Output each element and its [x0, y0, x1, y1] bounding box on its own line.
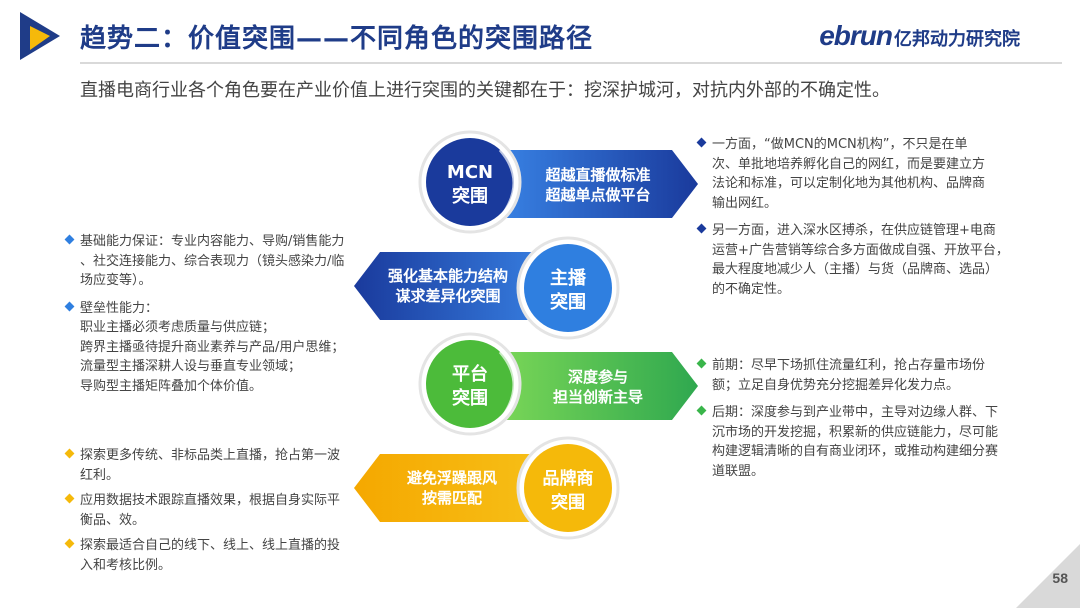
row-mcn-circle [426, 138, 514, 226]
note-line: 沉市场的开发挖掘，积累新的供应链能力，尽可能 [712, 424, 999, 440]
note-line: 法论和标准，可以定制化地为其他机构、品牌商 [712, 176, 986, 191]
brand-logo-icon [20, 12, 60, 60]
note-line: 流量型主播深耕人设与垂直专业领域； [80, 359, 302, 374]
row-brand-arrow [354, 454, 570, 522]
page-number: 58 [1052, 570, 1068, 586]
note-line: 额；立足自身优势充分挖掘差异化发力点。 [712, 377, 960, 393]
note-line: 红利。 [80, 467, 120, 483]
row-platform-chevron [498, 351, 516, 421]
note-item: 探索最适合自己的线下、线上、线上直播的投 入和考核比例。 [64, 536, 366, 575]
row-anchor-arrow [354, 252, 570, 320]
brand-name-en: ebrun [819, 20, 893, 51]
note-line: 输出网红。 [712, 195, 778, 211]
note-line: 的不确定性。 [712, 281, 791, 297]
row-platform-circle-ring [418, 332, 522, 436]
notes-anchor: 基础能力保证：专业内容能力、导购/销售能力 、社交连接能力、综合表现力（镜头感染… [64, 232, 366, 404]
note-line: 探索最适合自己的线下、线上、线上直播的投 [80, 538, 341, 553]
note-item: 探索更多传统、非标品类上直播，抢占第一波 红利。 [64, 446, 366, 485]
row-mcn-circle-ring [418, 130, 522, 234]
row-brand-arrow-line2: 按需匹配 [422, 489, 482, 507]
note-line: 职业主播必须考虑质量与供应链； [80, 320, 276, 335]
row-brand-arrow-line1: 避免浮躁跟风 [407, 469, 497, 487]
row-anchor-circle-line1: 主播 [550, 267, 587, 289]
note-line: 基础能力保证：专业内容能力、导购/销售能力 [80, 234, 345, 249]
note-line: 后期：深度参与到产业带中，主导对边缘人群、下 [712, 405, 999, 420]
notes-platform: 前期：尽早下场抓住流量红利，抢占存量市场份 额；立足自身优势充分挖掘差异化发力点… [696, 356, 1028, 489]
note-line: 导购型主播矩阵叠加个体价值。 [80, 378, 263, 394]
row-mcn-circle-line1: MCN [447, 162, 493, 183]
row-brand-circle-line2: 突围 [551, 492, 585, 513]
row-anchor: 主播 突围 强化基本能力结构 谋求差异化突围 [354, 236, 620, 340]
notes-mcn: 一方面，“做MCN的MCN机构”，不只是在单 次、单批地培养孵化自己的网红，而是… [696, 135, 1028, 307]
note-line: 一方面，“做MCN的MCN机构”，不只是在单 [712, 137, 968, 152]
row-brand-circle-line1: 品牌商 [543, 468, 594, 489]
row-mcn: MCN 突围 超越直播做标准 超越单点做平台 [418, 130, 698, 234]
note-line: 道联盟。 [712, 463, 765, 479]
row-platform-arrow-line1: 深度参与 [568, 368, 628, 386]
diamond-bullet-icon [64, 448, 75, 459]
row-mcn-arrow [488, 150, 698, 218]
brand-name-cn: 亿邦动力研究院 [894, 29, 1020, 50]
row-brand-circle-ring [516, 436, 620, 540]
diamond-bullet-icon [696, 405, 707, 416]
diamond-bullet-icon [64, 538, 75, 549]
row-platform-circle [426, 340, 514, 428]
note-line: 壁垒性能力： [80, 300, 159, 316]
row-platform-circle-line2: 突围 [452, 387, 488, 409]
note-line: 构建逻辑清晰的自有商业闭环，或推动构建细分赛 [712, 444, 999, 459]
page-title: 趋势二：价值突围——不同角色的突围路径 [80, 24, 594, 54]
row-mcn-circle-line2: 突围 [452, 185, 488, 207]
diamond-bullet-icon [696, 358, 707, 369]
note-line: 、社交连接能力、综合表现力（镜头感染力/临 [80, 253, 345, 269]
diamond-bullet-icon [696, 223, 707, 234]
note-item: 基础能力保证：专业内容能力、导购/销售能力 、社交连接能力、综合表现力（镜头感染… [64, 232, 366, 291]
note-line: 另一方面，进入深水区搏杀，在供应链管理+电商 [712, 223, 996, 238]
note-line: 次、单批地培养孵化自己的网红，而是要建立方 [712, 156, 986, 172]
diamond-bullet-icon [64, 234, 75, 245]
row-brand-circle [524, 444, 612, 532]
note-line: 最大程度地减少人（主播）与货（品牌商、选品） [712, 262, 999, 277]
note-item: 后期：深度参与到产业带中，主导对边缘人群、下 沉市场的开发挖掘，积累新的供应链能… [696, 403, 1028, 481]
row-anchor-circle-ring [516, 236, 620, 340]
row-platform-arrow-line2: 担当创新主导 [553, 388, 643, 406]
row-brand: 品牌商 突围 避免浮躁跟风 按需匹配 [354, 436, 620, 540]
note-line: 运营+广告营销等综合多方面做成自强、开放平台， [712, 242, 1009, 258]
note-line: 前期：尽早下场抓住流量红利，抢占存量市场份 [712, 358, 986, 373]
note-line: 应用数据技术跟踪直播效果，根据自身实际平 [80, 493, 341, 508]
row-anchor-circle-line2: 突围 [550, 291, 586, 313]
note-line: 跨界主播亟待提升商业素养与产品/用户思维； [80, 339, 345, 355]
note-item: 应用数据技术跟踪直播效果，根据自身实际平 衡品、效。 [64, 491, 366, 530]
row-mcn-chevron [498, 149, 516, 219]
title-divider [80, 62, 1062, 64]
note-line: 入和考核比例。 [80, 557, 172, 573]
note-item: 壁垒性能力： 职业主播必须考虑质量与供应链； 跨界主播亟待提升商业素养与产品/用… [64, 299, 366, 397]
row-platform-arrow [488, 352, 698, 420]
row-mcn-arrow-line2: 超越单点做平台 [544, 186, 650, 204]
diamond-bullet-icon [64, 493, 75, 504]
row-anchor-arrow-line2: 谋求差异化突围 [395, 287, 500, 305]
row-platform-circle-line1: 平台 [452, 363, 488, 385]
note-line: 衡品、效。 [80, 512, 146, 528]
note-line: 场应变等）。 [80, 273, 152, 288]
row-anchor-circle [524, 244, 612, 332]
page-subtitle: 直播电商行业各个角色要在产业价值上进行突围的关键都在于：挖深护城河，对抗内外部的… [80, 80, 890, 101]
diamond-bullet-icon [64, 301, 75, 311]
diamond-bullet-icon [696, 137, 707, 148]
row-anchor-arrow-line1: 强化基本能力结构 [388, 267, 508, 285]
row-anchor-chevron [520, 253, 538, 323]
brand-logo: ebrun 亿邦动力研究院 [819, 20, 1020, 52]
note-item: 另一方面，进入深水区搏杀，在供应链管理+电商 运营+广告营销等综合多方面做成自强… [696, 221, 1028, 299]
page-corner-icon [1016, 544, 1080, 608]
row-platform: 平台 突围 深度参与 担当创新主导 [418, 332, 698, 436]
note-item: 一方面，“做MCN的MCN机构”，不只是在单 次、单批地培养孵化自己的网红，而是… [696, 135, 1028, 213]
notes-brand: 探索更多传统、非标品类上直播，抢占第一波 红利。 应用数据技术跟踪直播效果，根据… [64, 446, 366, 581]
note-item: 前期：尽早下场抓住流量红利，抢占存量市场份 额；立足自身优势充分挖掘差异化发力点… [696, 356, 1028, 395]
row-brand-chevron [520, 453, 538, 523]
row-mcn-arrow-line1: 超越直播做标准 [544, 166, 650, 184]
note-line: 探索更多传统、非标品类上直播，抢占第一波 [80, 448, 341, 463]
